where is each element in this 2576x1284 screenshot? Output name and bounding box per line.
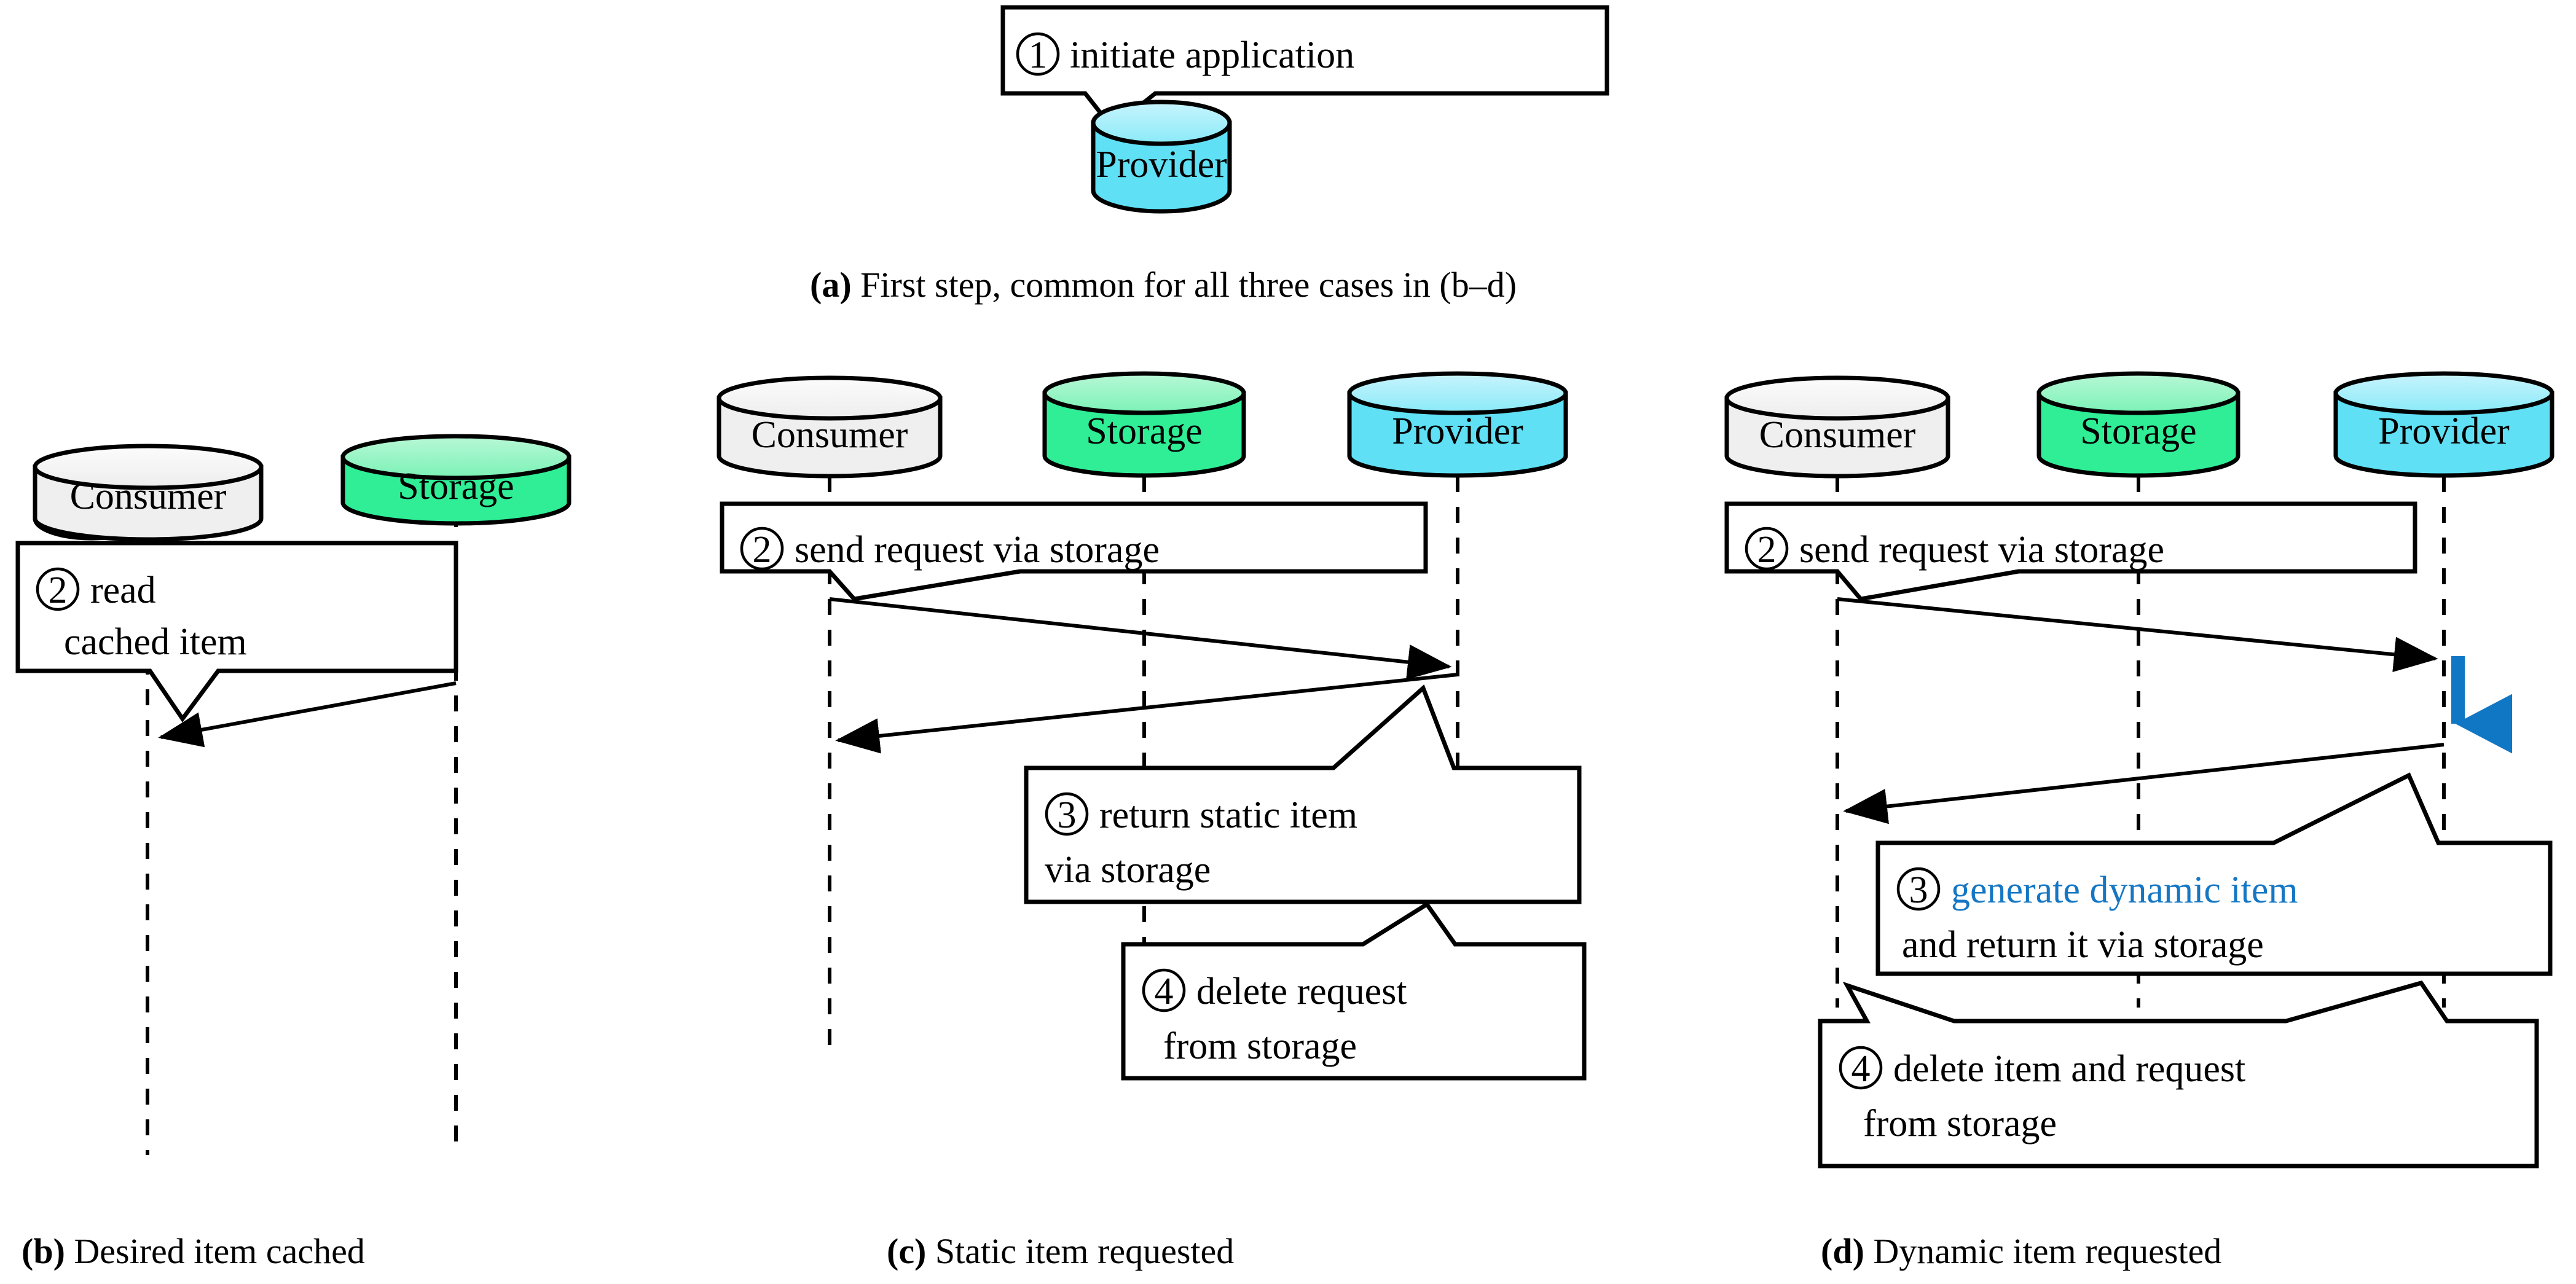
panel-c-msg2-number: 3 bbox=[1058, 794, 1077, 836]
panel-d-msg2-number: 3 bbox=[1909, 869, 1928, 911]
panel-a-text: 1 initiate application Provider (a) Firs… bbox=[810, 32, 1517, 305]
consumer-label-b: Consumer bbox=[70, 476, 227, 517]
panel-c-leader-3 bbox=[1332, 684, 1456, 770]
panel-d-leader-4b bbox=[2285, 981, 2449, 1023]
panel-c-msg1-number: 2 bbox=[753, 529, 772, 571]
storage-cylinder-c bbox=[1042, 371, 1246, 478]
panel-d-caption-label: (d) bbox=[1821, 1231, 1864, 1271]
step-number-circle bbox=[1896, 867, 1941, 911]
panel-b-text: Consumer Storage 2 read cached item (b) … bbox=[22, 466, 514, 1271]
panel-c-msg3-number: 4 bbox=[1155, 971, 1174, 1012]
panel-d-caption: (d) Dynamic item requested bbox=[1821, 1231, 2221, 1271]
storage-cylinder-b bbox=[340, 434, 571, 526]
panel-c-leader-4 bbox=[1362, 901, 1457, 946]
panel-d-msg3-line2: from storage bbox=[1863, 1103, 2057, 1145]
panel-d-leader-2 bbox=[1836, 570, 2019, 601]
step-number-circle bbox=[36, 567, 80, 611]
panel-d-leader-3 bbox=[2272, 772, 2440, 845]
consumer-cylinder-d bbox=[1724, 375, 1950, 479]
step-number-circle bbox=[1839, 1046, 1883, 1090]
panel-c-graphics bbox=[717, 371, 1587, 1081]
panel-d-caption-text: Dynamic item requested bbox=[1864, 1231, 2221, 1271]
panel-c-text: Consumer Storage Provider 2 send request… bbox=[740, 410, 1523, 1271]
panel-a-caption-text: First step, common for all three cases i… bbox=[852, 265, 1517, 305]
arrow-send-request-c bbox=[829, 597, 1452, 680]
panel-b-graphics bbox=[15, 434, 571, 1155]
panel-a-caption-label: (a) bbox=[810, 265, 852, 305]
provider-cylinder-c bbox=[1347, 371, 1568, 478]
panel-c-msg3-line1: delete request bbox=[1196, 971, 1407, 1012]
step-number-circle bbox=[1142, 968, 1186, 1012]
step-number-circle bbox=[1745, 527, 1789, 571]
arrow-return-dynamic-item bbox=[1843, 743, 2444, 824]
consumer-label-d: Consumer bbox=[1759, 414, 1916, 456]
panel-c-msg2-line2: via storage bbox=[1045, 849, 1211, 891]
panel-d-msg1-line1: send request via storage bbox=[1799, 529, 2164, 571]
arrow-return-static-item bbox=[835, 673, 1458, 754]
storage-cylinder-d bbox=[2036, 371, 2240, 478]
panel-b-caption-text: Desired item cached bbox=[65, 1231, 365, 1271]
panel-c-caption-label: (c) bbox=[887, 1231, 926, 1271]
panel-d-msg2-line2: and return it via storage bbox=[1902, 924, 2264, 966]
step-number-circle bbox=[1016, 32, 1060, 76]
storage-label-c: Storage bbox=[1086, 410, 1202, 452]
consumer-cylinder-c bbox=[717, 375, 943, 479]
provider-label-a: Provider bbox=[1096, 144, 1227, 186]
panel-c-msg3-line2: from storage bbox=[1163, 1025, 1357, 1067]
panel-d-msg3-number: 4 bbox=[1852, 1048, 1871, 1090]
step-number-circle bbox=[1045, 792, 1089, 836]
provider-label-c: Provider bbox=[1392, 410, 1523, 452]
panel-d-msg1-number: 2 bbox=[1757, 529, 1777, 571]
consumer-cylinder-b bbox=[33, 444, 264, 542]
panel-d-msg2-line1: generate dynamic item bbox=[1951, 869, 2298, 911]
storage-label-b: Storage bbox=[398, 466, 514, 507]
panel-b-msg1-number: 2 bbox=[49, 570, 68, 611]
arrow-send-request-d bbox=[1837, 597, 2438, 672]
panel-d-text: Consumer Storage Provider 2 send request… bbox=[1745, 410, 2510, 1271]
panel-c-caption: (c) Static item requested bbox=[887, 1231, 1234, 1271]
step-number-circle bbox=[740, 527, 784, 571]
provider-label-d: Provider bbox=[2378, 410, 2510, 452]
panel-b-msg1-line1: read bbox=[90, 570, 156, 611]
panel-a-graphics bbox=[1000, 5, 1609, 214]
panel-b-leader bbox=[148, 670, 220, 722]
panel-b-caption: (b) Desired item cached bbox=[22, 1231, 365, 1271]
storage-label-d: Storage bbox=[2080, 410, 2196, 452]
panel-d-msg3-line1: delete item and request bbox=[1893, 1048, 2245, 1090]
consumer-label-c: Consumer bbox=[752, 414, 908, 456]
provider-cylinder-a bbox=[1091, 100, 1232, 214]
panel-a-message-text: initiate application bbox=[1070, 34, 1354, 76]
provider-cylinder-d bbox=[2333, 371, 2554, 478]
panel-c-caption-text: Static item requested bbox=[926, 1231, 1234, 1271]
panel-d-leader-4a bbox=[1843, 982, 1955, 1023]
panel-a-step-number: 1 bbox=[1029, 34, 1048, 76]
panel-a-caption: (a) First step, common for all three cas… bbox=[810, 265, 1517, 305]
panel-c-msg1-line1: send request via storage bbox=[795, 529, 1160, 571]
panel-b-caption-label: (b) bbox=[22, 1231, 65, 1271]
panel-c-msg2-line1: return static item bbox=[1099, 794, 1357, 836]
arrow-read-cached-item bbox=[158, 681, 457, 748]
panel-c-leader-2 bbox=[828, 570, 1021, 601]
panel-d-graphics bbox=[1724, 371, 2554, 1169]
panel-b-msg1-line2: cached item bbox=[64, 621, 247, 663]
